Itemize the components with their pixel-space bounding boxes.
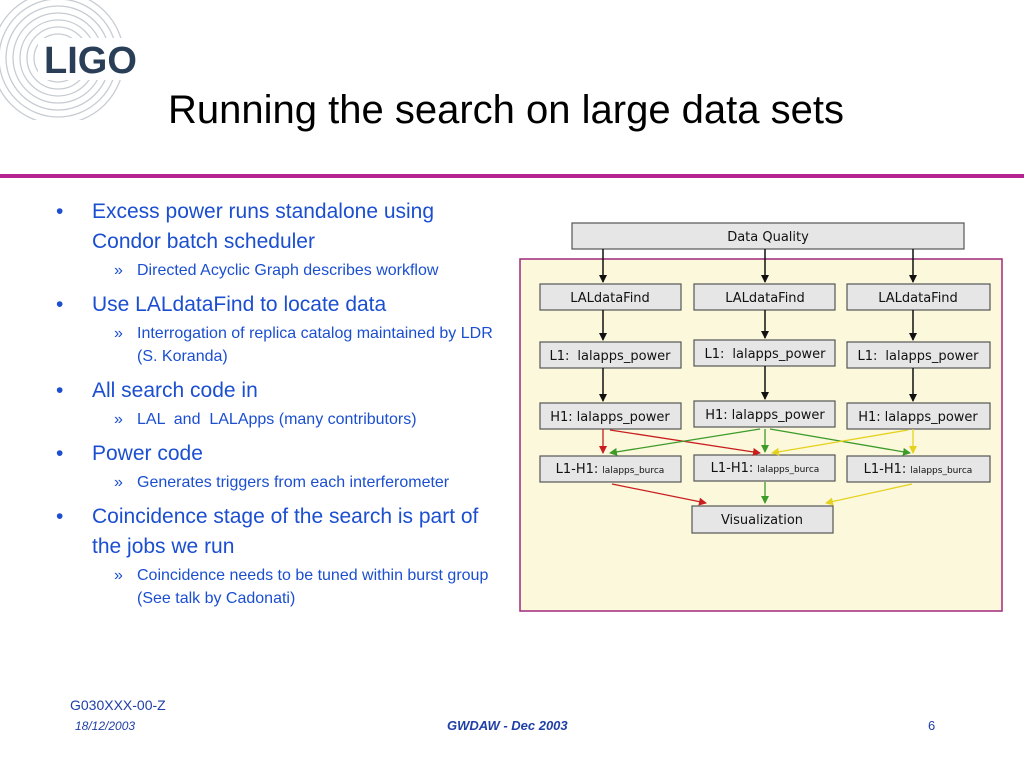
l1-power-node-1 <box>539 341 682 369</box>
l1-prefix-3: L1: <box>857 349 877 364</box>
bullet-item: • Coincidence stage of the search is part… <box>56 502 496 562</box>
bullet-text: Power code <box>92 442 203 465</box>
bullet-marker: • <box>56 505 64 528</box>
footer-page-number: 6 <box>928 718 936 733</box>
burca-prefix-1: L1-H1: <box>556 462 599 477</box>
l1-job-2: lalapps_power <box>732 347 826 362</box>
bullet-marker: • <box>56 442 64 465</box>
laldatafind-node-3 <box>846 283 991 311</box>
h1-prefix-1: H1: <box>550 410 572 425</box>
sub-bullet-marker: » <box>114 262 123 279</box>
bullet-marker: • <box>56 379 64 402</box>
laldatafind-node-1 <box>539 283 682 311</box>
sub-bullet-marker: » <box>114 474 123 491</box>
sub-bullet-item: » Generates triggers from each interferom… <box>56 471 496 494</box>
burca-job-3: lalapps_burca <box>910 466 972 476</box>
h1-power-label-2: H1: lalapps_power <box>705 408 825 423</box>
l1-job-3: lalapps_power <box>885 349 979 364</box>
bullet-text: Excess power runs standalone using Condo… <box>92 200 435 253</box>
bullet-item: • All search code in <box>56 376 496 406</box>
h1-power-label-1: H1: lalapps_power <box>550 410 670 425</box>
bullet-text: All search code in <box>92 379 258 402</box>
h1-power-label-3: H1: lalapps_power <box>858 410 978 425</box>
laldatafind-label-3: LALdataFind <box>878 291 958 306</box>
h1-power-node-1 <box>539 402 682 430</box>
h1-prefix-2: H1: <box>705 408 727 423</box>
sub-bullet-text: Coincidence needs to be tuned within bur… <box>137 567 489 607</box>
laldatafind-node-2 <box>693 283 836 311</box>
burca-node-2 <box>693 454 836 482</box>
bullet-text: Use LALdataFind to locate data <box>92 293 387 316</box>
edge-yellow-h1-3-burca-2 <box>771 429 909 456</box>
footer-document-id: G030XXX-00-Z <box>70 697 166 713</box>
burca-node-3 <box>846 455 991 483</box>
edge-red-burca-1-viz <box>611 483 707 506</box>
burca-label-3: L1-H1:lalapps_burca <box>864 462 973 477</box>
sub-bullet-marker: » <box>114 325 123 342</box>
sub-bullet-marker: » <box>114 567 123 584</box>
h1-job-2: lalapps_power <box>732 408 826 423</box>
ligo-logo: LIGO <box>44 40 137 82</box>
l1-power-node-2 <box>693 339 836 367</box>
l1-power-node-3 <box>846 341 991 369</box>
visualization-node <box>691 505 834 534</box>
l1-power-label-3: L1: lalapps_power <box>857 349 979 364</box>
l1-power-label-1: L1: lalapps_power <box>549 349 671 364</box>
footer-date: 18/12/2003 <box>75 719 136 733</box>
sub-bullet-text: Interrogation of replica catalog maintai… <box>137 325 493 365</box>
bullet-list: • Excess power runs standalone using Cond… <box>56 197 496 618</box>
slide-title: Running the search on large data sets <box>168 88 844 132</box>
footer-conference: GWDAW - Dec 2003 <box>447 718 568 733</box>
burca-label-2: L1-H1:lalapps_burca <box>711 461 820 476</box>
l1-job-1: lalapps_power <box>577 349 671 364</box>
sub-bullet-text: Generates triggers from each interferome… <box>137 474 450 491</box>
h1-power-node-3 <box>846 402 991 430</box>
l1-prefix-1: L1: <box>549 349 569 364</box>
h1-power-node-2 <box>693 400 836 428</box>
burca-label-1: L1-H1:lalapps_burca <box>556 462 665 477</box>
bullet-item: • Excess power runs standalone using Cond… <box>56 197 496 257</box>
h1-job-3: lalapps_power <box>885 410 979 425</box>
laldatafind-label-2: LALdataFind <box>725 291 805 306</box>
bullet-item: • Use LALdataFind to locate data <box>56 290 496 320</box>
data-quality-node <box>571 222 965 250</box>
burca-prefix-2: L1-H1: <box>711 461 754 476</box>
sub-bullet-marker: » <box>114 411 123 428</box>
l1-prefix-2: L1: <box>704 347 724 362</box>
burca-node-1 <box>539 455 682 483</box>
sub-bullet-item: » Coincidence needs to be tuned within bu… <box>56 564 496 610</box>
sub-bullet-text: Directed Acyclic Graph describes workflo… <box>137 262 439 279</box>
h1-prefix-3: H1: <box>858 410 880 425</box>
l1-power-label-2: L1: lalapps_power <box>704 347 826 362</box>
h1-job-1: lalapps_power <box>577 410 671 425</box>
bullet-item: • Power code <box>56 439 496 469</box>
bullet-text: Coincidence stage of the search is part … <box>92 505 479 558</box>
ligo-logo-swirl <box>0 0 162 120</box>
laldatafind-label-1: LALdataFind <box>570 291 650 306</box>
bullet-marker: • <box>56 293 64 316</box>
data-quality-label: Data Quality <box>727 230 809 245</box>
edge-yellow-burca-3-viz <box>825 483 913 506</box>
burca-prefix-3: L1-H1: <box>864 462 907 477</box>
burca-job-2: lalapps_burca <box>757 465 819 475</box>
bullet-marker: • <box>56 200 64 223</box>
sub-bullet-item: » Interrogation of replica catalog mainta… <box>56 322 496 368</box>
burca-job-1: lalapps_burca <box>602 466 664 476</box>
edge-green-h1-2-burca-1 <box>609 428 761 456</box>
visualization-label: Visualization <box>721 513 803 528</box>
diagram-panel <box>519 258 1003 612</box>
sub-bullet-text: LAL and LALApps (many contributors) <box>137 411 417 428</box>
sub-bullet-item: » Directed Acyclic Graph describes workfl… <box>56 259 496 282</box>
sub-bullet-item: » LAL and LALApps (many contributors) <box>56 408 496 431</box>
title-divider <box>0 174 1024 178</box>
